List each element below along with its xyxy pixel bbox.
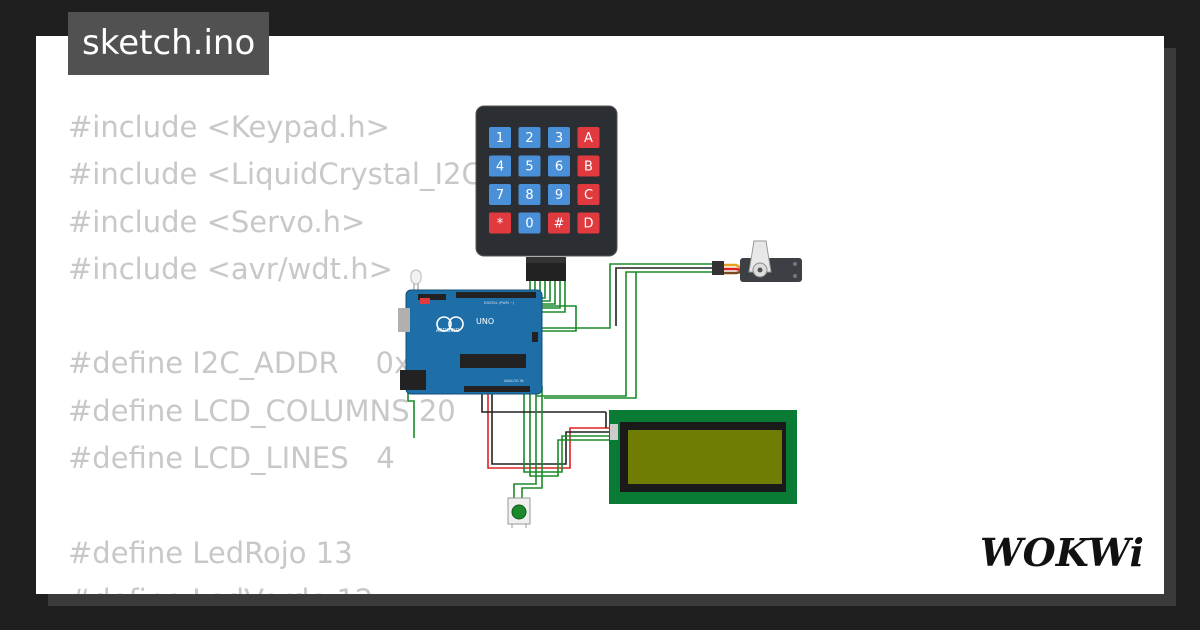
maker-label: ARDUINO (436, 328, 460, 334)
wokwi-logo-text: WOKWi (980, 530, 1144, 575)
file-name-tab[interactable]: sketch.ino (68, 12, 270, 75)
push-button (507, 497, 531, 528)
keypad-key[interactable]: * (489, 212, 511, 234)
code-line: #define LCD_COLUMNS 20 (68, 393, 456, 428)
code-line: #define LedRojo 13 (68, 535, 353, 570)
code-line: #include <avr/wdt.h> (68, 251, 393, 286)
keypad-connector (526, 257, 566, 281)
lcd-display (609, 410, 797, 504)
keypad-key[interactable]: 3 (548, 127, 570, 148)
keypad-key-label: 0 (525, 217, 533, 232)
lcd-i2c-pins (610, 424, 618, 440)
lcd-screen (628, 430, 782, 484)
keypad-key-label: # (554, 217, 565, 232)
keypad-key[interactable]: 5 (518, 155, 541, 177)
keypad-key[interactable]: # (548, 212, 570, 234)
keypad-key-label: C (584, 188, 593, 203)
arduino-logo-icon (436, 316, 452, 332)
keypad-key-label: D (583, 217, 593, 232)
analog-pins-label: ANALOG IN (504, 379, 524, 383)
keypad-key-label: 5 (525, 160, 533, 175)
keypad-key-label: A (584, 131, 593, 146)
code-line: #include <Keypad.h> (68, 110, 390, 144)
board-label: UNO (476, 317, 494, 326)
keypad-key[interactable]: 9 (548, 184, 570, 205)
code-line: #define LedVerde 12 (68, 577, 534, 594)
keypad-key-label: 8 (525, 188, 533, 203)
keypad-key[interactable]: 0 (518, 212, 541, 234)
keypad-key-label: B (584, 160, 593, 175)
card-shadow-right (1164, 48, 1176, 606)
code-line: #define I2C_ADDR 0x27 (68, 346, 449, 381)
circuit-diagram: 1 2 3 A 4 5 6 B 7 8 9 C * 0 # D (398, 105, 802, 528)
chip (460, 354, 526, 368)
keypad-key[interactable]: B (577, 155, 600, 177)
keypad-key-label: 2 (525, 131, 533, 146)
arduino-uno: UNO ARDUINO DIGITAL (PWM ~) ANALOG IN (398, 289, 543, 395)
keypad-key-label: * (497, 217, 504, 232)
keypad-key[interactable]: 1 (489, 127, 511, 148)
keypad-key[interactable]: 2 (518, 127, 541, 148)
preview-card: #include <Keypad.h>#include <LiquidCryst… (36, 36, 1164, 594)
digital-pins-label: DIGITAL (PWM ~) (484, 301, 515, 305)
keypad-key[interactable]: 6 (548, 155, 570, 177)
keypad: 1 2 3 A 4 5 6 B 7 8 9 C * 0 # D (475, 105, 618, 281)
led (410, 269, 422, 294)
keypad-key[interactable]: C (577, 184, 600, 205)
power-jack (400, 370, 426, 390)
keypad-key[interactable]: A (577, 127, 600, 148)
servo-motor (712, 240, 802, 282)
keypad-key[interactable]: 7 (489, 184, 511, 205)
card-shadow-bottom (48, 594, 1176, 606)
keypad-key-label: 7 (496, 188, 504, 203)
keypad-key-label: 3 (555, 131, 563, 146)
keypad-key[interactable]: 4 (489, 155, 511, 177)
keypad-key[interactable]: D (577, 212, 600, 234)
keypad-key-label: 6 (555, 160, 563, 175)
keypad-key-label: 4 (496, 160, 504, 175)
usb-port (398, 308, 410, 332)
keypad-key-label: 1 (496, 131, 504, 146)
code-line: #define LCD_LINES 4 (68, 441, 395, 476)
keypad-key[interactable]: 8 (518, 184, 541, 205)
code-line: #include <Servo.h> (68, 204, 366, 239)
wokwi-logo: WOKWi (980, 530, 1144, 575)
keypad-key-label: 9 (555, 188, 563, 203)
